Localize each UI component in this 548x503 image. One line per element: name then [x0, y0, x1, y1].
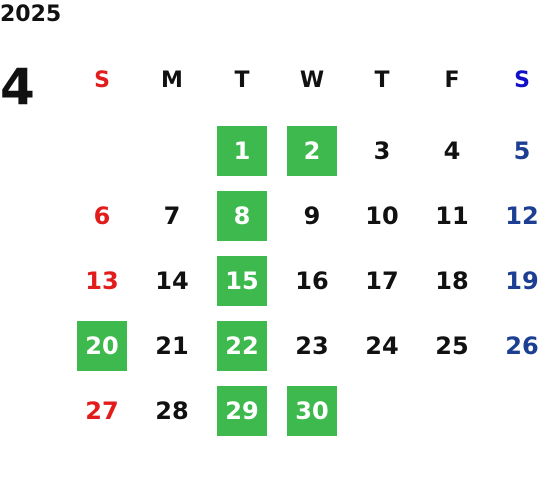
day-cell-18[interactable]: 18 — [435, 267, 469, 295]
day-cell-12[interactable]: 12 — [505, 202, 539, 230]
day-cell-9[interactable]: 9 — [303, 202, 321, 230]
day-cell-3[interactable]: 3 — [373, 137, 391, 165]
year-label: 2025 — [0, 2, 62, 27]
day-cell-27[interactable]: 27 — [85, 397, 119, 425]
day-cell-24[interactable]: 24 — [365, 332, 399, 360]
day-cell-23[interactable]: 23 — [295, 332, 329, 360]
day-cell-15[interactable]: 15 — [217, 256, 267, 306]
day-cell-26[interactable]: 26 — [505, 332, 539, 360]
day-cell-14[interactable]: 14 — [155, 267, 189, 295]
day-cell-10[interactable]: 10 — [365, 202, 399, 230]
day-cell-28[interactable]: 28 — [155, 397, 189, 425]
weekday-friday: F — [444, 68, 460, 93]
weekday-tuesday: T — [234, 68, 250, 93]
day-cell-13[interactable]: 13 — [85, 267, 119, 295]
day-cell-20[interactable]: 20 — [77, 321, 127, 371]
weekday-wednesday: W — [299, 68, 325, 93]
weekday-monday: M — [161, 68, 183, 93]
day-cell-8[interactable]: 8 — [217, 191, 267, 241]
day-cell-16[interactable]: 16 — [295, 267, 329, 295]
day-cell-5[interactable]: 5 — [513, 137, 531, 165]
day-cell-30[interactable]: 30 — [287, 386, 337, 436]
day-cell-1[interactable]: 1 — [217, 126, 267, 176]
day-cell-22[interactable]: 22 — [217, 321, 267, 371]
day-cell-6[interactable]: 6 — [93, 202, 111, 230]
weekday-saturday: S — [514, 68, 530, 93]
day-cell-7[interactable]: 7 — [163, 202, 181, 230]
weekday-sunday: S — [94, 68, 110, 93]
weekday-thursday: T — [374, 68, 390, 93]
day-cell-25[interactable]: 25 — [435, 332, 469, 360]
month-number: 4 — [0, 58, 35, 116]
day-cell-2[interactable]: 2 — [287, 126, 337, 176]
day-cell-17[interactable]: 17 — [365, 267, 399, 295]
day-cell-21[interactable]: 21 — [155, 332, 189, 360]
day-cell-29[interactable]: 29 — [217, 386, 267, 436]
day-cell-19[interactable]: 19 — [505, 267, 539, 295]
day-cell-11[interactable]: 11 — [435, 202, 469, 230]
day-cell-4[interactable]: 4 — [443, 137, 461, 165]
